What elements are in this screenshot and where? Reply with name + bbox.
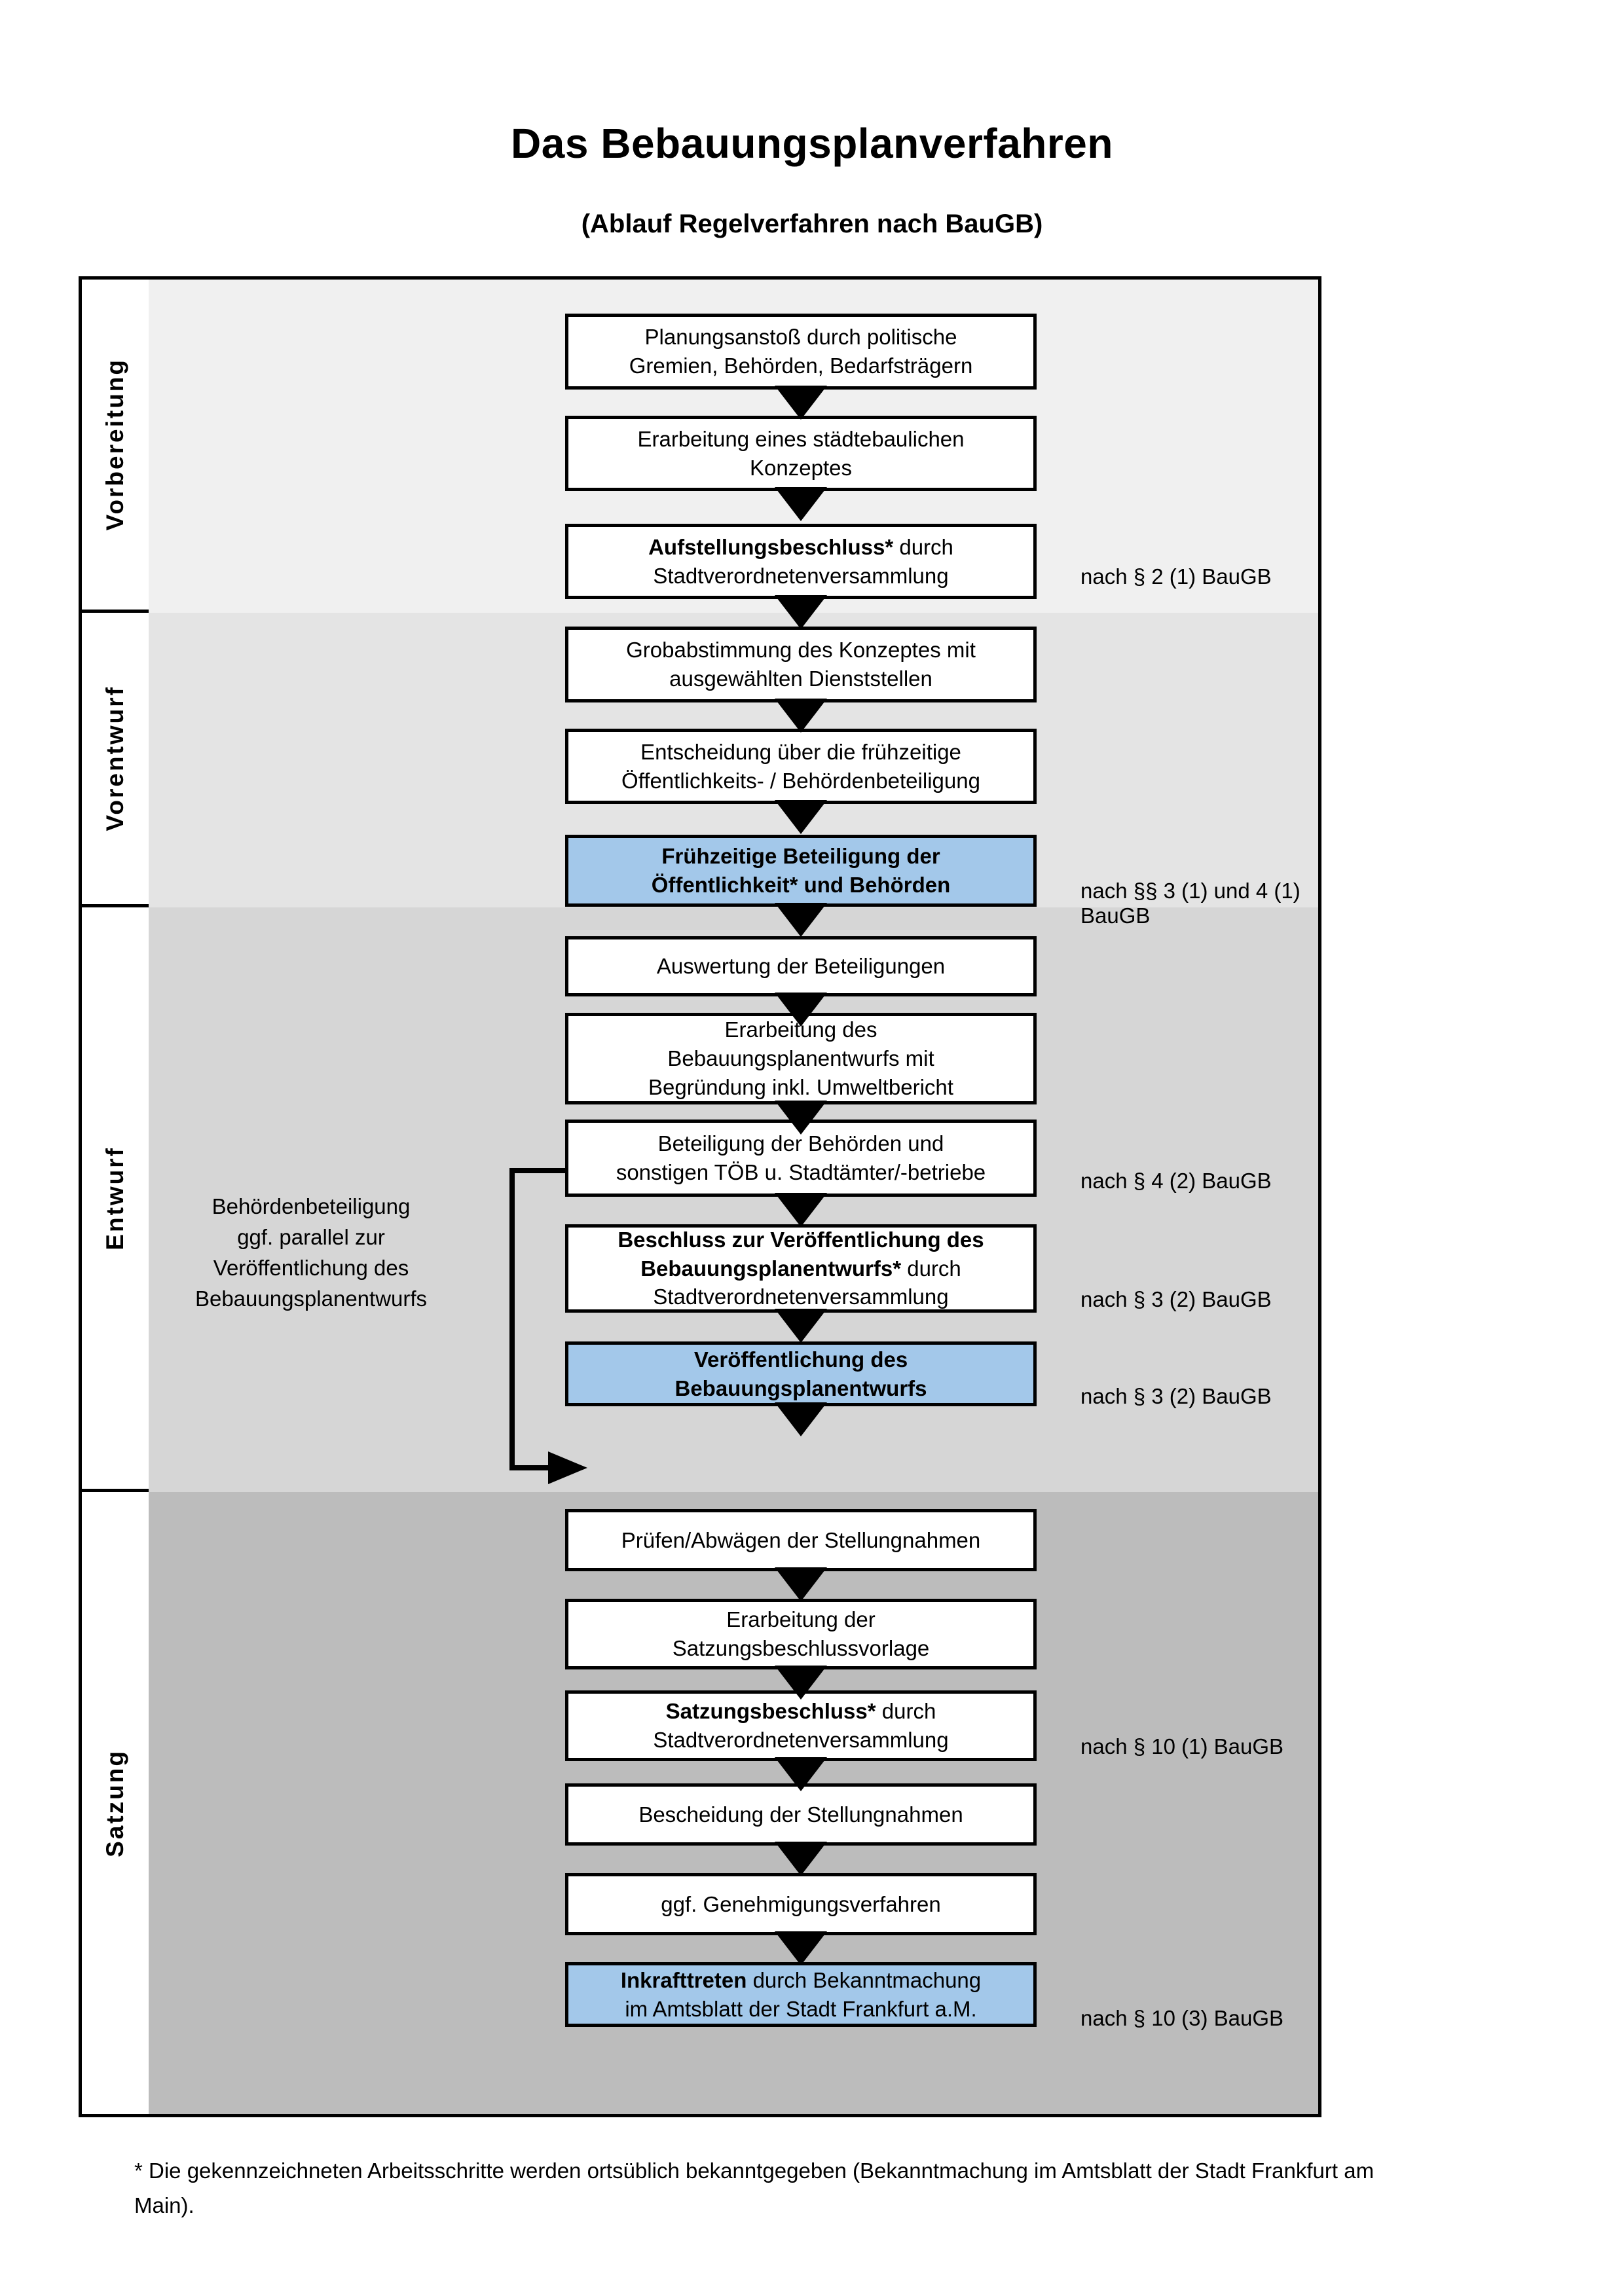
law-reference-law-3: nach § 4 (2) BauGB — [1080, 1169, 1272, 1193]
law-reference-law-5: nach § 3 (2) BauGB — [1080, 1384, 1272, 1408]
step-box-label: Prüfen/Abwägen der Stellungnahmen — [621, 1527, 981, 1552]
law-reference-law-1: nach § 2 (1) BauGB — [1080, 564, 1272, 589]
page-subtitle: (Ablauf Regelverfahren nach BauGB) — [581, 210, 1043, 238]
phase-label-vorentwurf: Vorentwurf — [82, 613, 149, 907]
law-reference-law-7: nach § 10 (3) BauGB — [1080, 2006, 1284, 2030]
footnote: * Die gekennzeichneten Arbeitsschritte w… — [134, 2159, 1375, 2217]
phase-label-text: Vorbereitung — [101, 358, 128, 531]
phase-label-text: Vorentwurf — [101, 685, 128, 831]
step-box-genehmigungsverfahren: ggf. Genehmigungsverfahren — [565, 1873, 1037, 1935]
step-box-label: ggf. Genehmigungsverfahren — [661, 1891, 941, 1916]
side-note-line: Veröffentlichung des — [213, 1255, 409, 1280]
step-box-label: Bescheidung der Stellungnahmen — [638, 1802, 963, 1827]
law-reference-law-2: nach §§ 3 (1) und 4 (1) BauGB — [1080, 879, 1301, 928]
phase-label-vorbereitung: Vorbereitung — [82, 280, 149, 613]
page-title: Das Bebauungsplanverfahren — [511, 120, 1113, 167]
phase-label-satzung: Satzung — [82, 1492, 149, 2114]
side-note-line: Behördenbeteiligung — [212, 1194, 411, 1218]
phase-label-text: Entwurf — [101, 1146, 128, 1250]
law-reference-law-6: nach § 10 (1) BauGB — [1080, 1734, 1284, 1758]
step-box-pruefen-abwaegen: Prüfen/Abwägen der Stellungnahmen — [565, 1509, 1037, 1571]
law-reference-law-4: nach § 3 (2) BauGB — [1080, 1287, 1272, 1311]
phase-label-text: Satzung — [101, 1749, 128, 1857]
step-box-auswertung-beteiligungen: Auswertung der Beteiligungen — [565, 936, 1037, 996]
side-note-line: ggf. parallel zur — [237, 1224, 385, 1249]
phase-label-entwurf: Entwurf — [82, 907, 149, 1492]
side-note-line: Bebauungsplanentwurfs — [194, 1286, 428, 1311]
step-box-label: Auswertung der Beteiligungen — [656, 954, 946, 979]
step-box-bescheidung-stellungnahmen: Bescheidung der Stellungnahmen — [565, 1783, 1037, 1846]
